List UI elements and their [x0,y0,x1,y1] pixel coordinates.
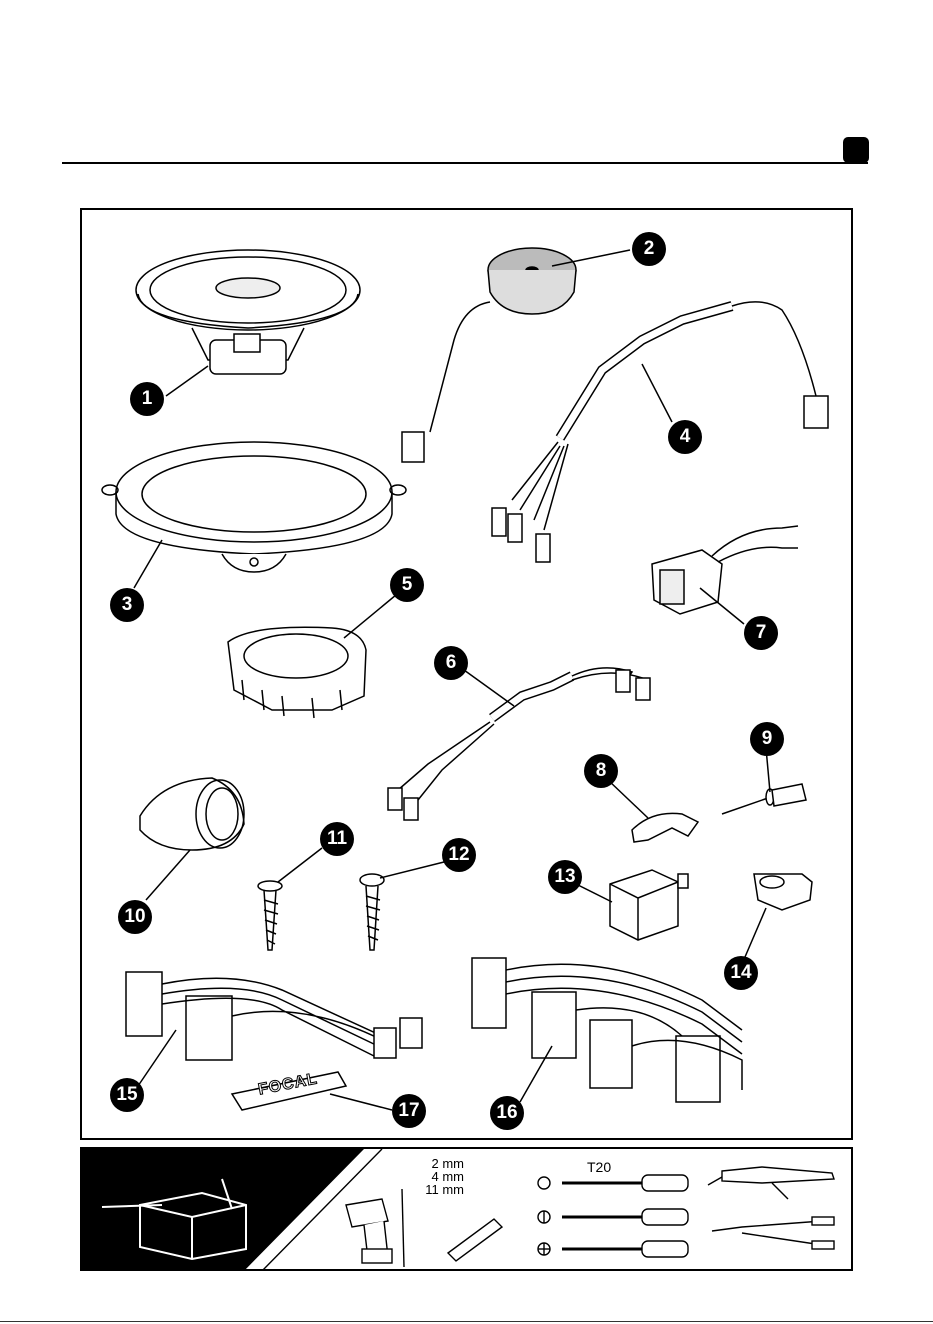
cable-clip-drawing [754,874,812,910]
part-badge-10: 10 [118,900,152,934]
torx-label: T20 [587,1159,611,1175]
leader-lines [134,250,770,1110]
part-badge-15: 15 [110,1078,144,1112]
part-badge-4: 4 [668,420,702,454]
rivet-drawing [722,784,806,814]
trim-tool-icon [448,1219,502,1261]
relay-drawing [610,870,688,940]
tweeter-drawing [402,248,576,462]
harness-16-drawing [472,958,742,1102]
part-badge-8: 8 [584,754,618,788]
screwdriver-phillips-icon [538,1241,688,1257]
screw-12-drawing [360,874,384,950]
drill-icon [346,1189,404,1267]
part-badge-14: 14 [724,956,758,990]
drill-size-11: 11 mm [424,1183,464,1196]
tweeter-cup-drawing [140,778,244,850]
bracket-drawing [228,627,366,718]
part-badge-3: 3 [110,588,144,622]
part-badge-12: 12 [442,838,476,872]
header-rule [62,162,868,164]
parts-illustration [82,210,855,1142]
part-badge-11: 11 [320,822,354,856]
screwdriver-flat-icon [538,1209,688,1225]
adapter-ring-drawing [102,442,406,572]
tools-illustration [82,1149,853,1271]
woofer-drawing [136,250,360,374]
page-bottom-rule [0,1321,933,1322]
clip-drawing [632,813,698,842]
section-tab [843,137,869,163]
pneumatic-rivet-gun-icon [708,1167,834,1199]
part-badge-16: 16 [490,1096,524,1130]
connector-adapter-drawing [652,526,798,614]
tools-panel: 2 mm 4 mm 11 mm T20 [80,1147,853,1271]
drill-sizes: 2 mm 4 mm 11 mm [424,1157,464,1196]
parts-panel: 1 2 3 4 5 6 7 8 9 10 11 12 13 14 15 16 1… [80,208,853,1140]
y-cable-drawing [388,668,650,820]
part-badge-5: 5 [390,568,424,602]
part-badge-6: 6 [434,646,468,680]
harness-drawing [492,302,828,562]
part-badge-17: 17 [392,1094,426,1128]
hand-riveter-icon [712,1217,834,1249]
screwdriver-torx-icon [538,1175,688,1191]
screw-11-drawing [258,881,282,950]
part-badge-2: 2 [632,232,666,266]
harness-15-drawing [126,972,422,1060]
part-badge-7: 7 [744,616,778,650]
part-badge-1: 1 [130,382,164,416]
part-badge-13: 13 [548,860,582,894]
part-badge-9: 9 [750,722,784,756]
